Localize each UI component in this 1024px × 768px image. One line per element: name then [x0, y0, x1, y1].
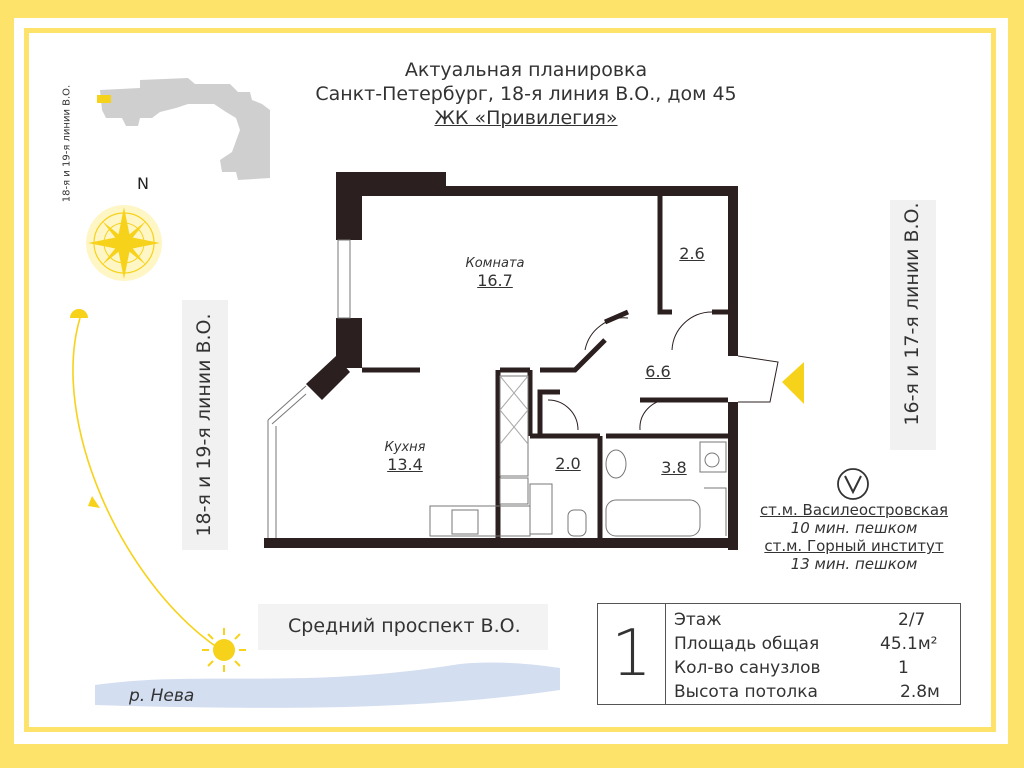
sunrise-icon [70, 309, 88, 318]
info-label-ceiling: Высота потолка [674, 682, 818, 702]
street-band-bottom [258, 604, 548, 650]
street-label-left: 18-я и 19-я линии В.О. [193, 313, 215, 537]
bathroom-area: 3.8 [661, 458, 687, 477]
site-marker [97, 95, 111, 103]
metro-station-1: ст.м. Василеостровская [759, 501, 949, 519]
metro-walk-2: 13 мин. пешком [790, 555, 918, 573]
room-label-bathroom: 3.8 [644, 458, 704, 477]
street-label-bottom: Средний проспект В.О. [288, 615, 521, 637]
room-label-hall: 6.6 [628, 362, 688, 381]
room-label-room: Комната 16.7 [440, 256, 550, 290]
street-band-left [182, 300, 228, 550]
info-label-bathrooms: Кол-во санузлов [674, 658, 821, 678]
info-value-area: 45.1м² [880, 634, 938, 654]
sun-path-arrow-icon [88, 496, 100, 508]
metro-info: ст.м. Василеостровская 10 мин. пешком ст… [730, 501, 978, 573]
title-block: Актуальная планировка Санкт-Петербург, 1… [0, 58, 1024, 130]
hall-area: 6.6 [645, 362, 671, 381]
building-site-map [97, 78, 270, 180]
compass-north-label: N [137, 174, 149, 193]
apartment-number: 1 [611, 617, 652, 691]
room-area: 16.7 [477, 271, 513, 290]
info-label-floor: Этаж [674, 610, 722, 630]
info-box: 1 Этаж 2/7 Площадь общая 45.1м² Кол-во с… [597, 603, 961, 705]
metro-station-2: ст.м. Горный институт [764, 537, 944, 555]
title-complex: ЖК «Привилегия» [434, 107, 618, 129]
wc-area: 2.0 [555, 454, 581, 473]
floor-plan [264, 172, 779, 550]
sun-icon [202, 628, 246, 672]
entrance-arrow-icon [782, 362, 804, 404]
street-band-right [890, 200, 936, 450]
room-label-kitchen: Кухня 13.4 [350, 440, 460, 474]
room-name: Комната [465, 256, 525, 271]
title-address: Санкт-Петербург, 18-я линия В.О., дом 45 [315, 83, 737, 105]
info-value-bathrooms: 1 [898, 658, 909, 678]
info-value-floor: 2/7 [898, 610, 926, 630]
title-line1: Актуальная планировка [404, 59, 648, 81]
kitchen-name: Кухня [384, 440, 426, 455]
info-divider [665, 604, 666, 704]
inner-frame [24, 28, 996, 732]
metro-icon [837, 468, 869, 500]
kitchen-area: 13.4 [387, 455, 423, 474]
street-label-left-small: 18-я и 19-я линии В.О. [61, 84, 73, 203]
closet-area: 2.6 [679, 244, 705, 263]
info-value-ceiling: 2.8м [900, 682, 940, 702]
info-label-area: Площадь общая [674, 634, 820, 654]
room-label-closet: 2.6 [662, 244, 722, 263]
room-label-wc: 2.0 [538, 454, 598, 473]
sun-path [70, 309, 219, 649]
compass-icon [86, 205, 162, 281]
river-label: р. Нева [129, 686, 195, 706]
street-label-right: 16-я и 17-я линии В.О. [901, 202, 923, 426]
metro-walk-1: 10 мин. пешком [790, 519, 918, 537]
river-neva [95, 662, 560, 708]
